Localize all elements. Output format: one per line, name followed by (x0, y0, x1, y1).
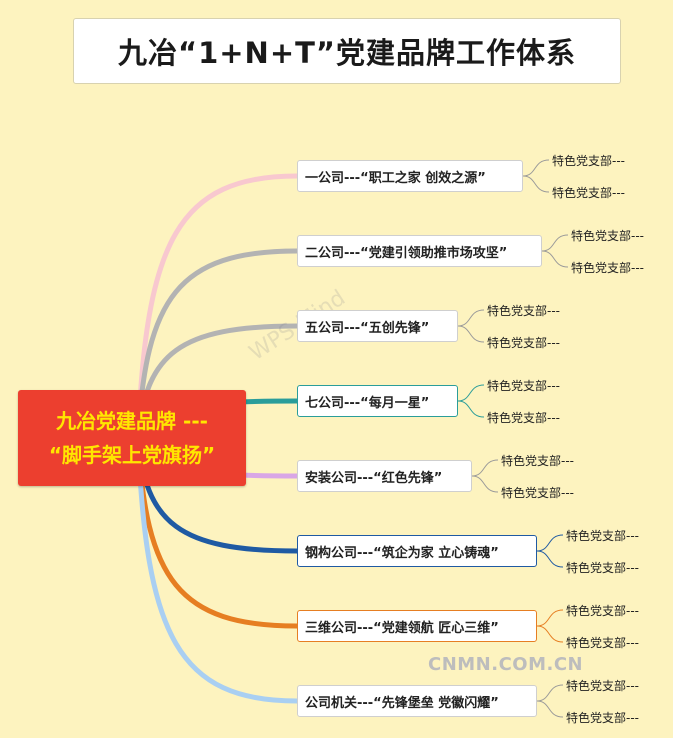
site-watermark: CNMN.COM.CN (428, 654, 584, 675)
leaf-4a[interactable]: 特色党支部--- (487, 379, 560, 393)
leaf-1a[interactable]: 特色党支部--- (552, 154, 625, 168)
leaf-5a[interactable]: 特色党支部--- (501, 454, 574, 468)
leaf-connector-3 (457, 309, 485, 343)
leaf-3a[interactable]: 特色党支部--- (487, 304, 560, 318)
branch-node-3[interactable]: 五公司---“五创先锋” (297, 310, 458, 342)
page-title: 九冶“1+N+T”党建品牌工作体系 (73, 18, 621, 84)
leaf-connector-4 (457, 384, 485, 418)
root-line-2: “脚手架上党旗扬” (48, 443, 216, 467)
branch-node-1[interactable]: 一公司---“职工之家 创效之源” (297, 160, 523, 192)
leaf-connector-6 (536, 534, 564, 568)
leaf-2a[interactable]: 特色党支部--- (571, 229, 644, 243)
leaf-connector-2 (541, 234, 569, 268)
leaf-1b[interactable]: 特色党支部--- (552, 186, 625, 200)
branch-connector-2 (135, 248, 300, 441)
leaf-2b[interactable]: 特色党支部--- (571, 261, 644, 275)
leaf-3b[interactable]: 特色党支部--- (487, 336, 560, 350)
leaf-connector-8 (536, 684, 564, 718)
root-node[interactable]: 九冶党建品牌 --- “脚手架上党旗扬” (18, 390, 246, 486)
leaf-6b[interactable]: 特色党支部--- (566, 561, 639, 575)
branch-connector-1 (135, 173, 300, 441)
branch-node-7[interactable]: 三维公司---“党建领航 匠心三维” (297, 610, 537, 642)
branch-node-8[interactable]: 公司机关---“先锋堡垒 党徽闪耀” (297, 685, 537, 717)
leaf-connector-7 (536, 609, 564, 643)
branch-node-6[interactable]: 钢构公司---“筑企为家 立心铸魂” (297, 535, 537, 567)
leaf-connector-1 (522, 159, 550, 193)
leaf-7b[interactable]: 特色党支部--- (566, 636, 639, 650)
leaf-8b[interactable]: 特色党支部--- (566, 711, 639, 725)
leaf-4b[interactable]: 特色党支部--- (487, 411, 560, 425)
branch-node-5[interactable]: 安装公司---“红色先锋” (297, 460, 472, 492)
leaf-8a[interactable]: 特色党支部--- (566, 679, 639, 693)
branch-node-2[interactable]: 二公司---“党建引领助推市场攻坚” (297, 235, 542, 267)
leaf-5b[interactable]: 特色党支部--- (501, 486, 574, 500)
leaf-6a[interactable]: 特色党支部--- (566, 529, 639, 543)
branch-node-4[interactable]: 七公司---“每月一星” (297, 385, 458, 417)
leaf-connector-5 (471, 459, 499, 493)
branch-connector-8 (135, 435, 300, 704)
root-line-1: 九冶党建品牌 --- (56, 409, 208, 433)
leaf-7a[interactable]: 特色党支部--- (566, 604, 639, 618)
